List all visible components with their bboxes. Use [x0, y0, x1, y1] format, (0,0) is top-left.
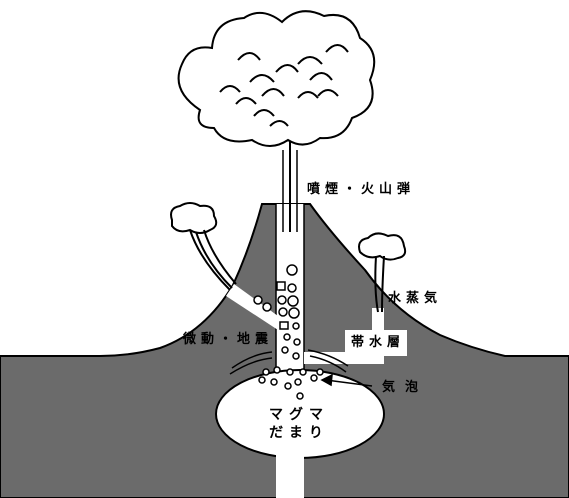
label-magma-chamber: マグマ だまり: [258, 406, 340, 442]
steam-plume: [359, 233, 405, 259]
magma-chamber-line2: だまり: [258, 424, 340, 442]
label-water-vapor: 水蒸気: [388, 292, 442, 305]
label-eruption-smoke-bombs: 噴煙・火山弾: [307, 183, 415, 196]
magma-chamber-line1: マグマ: [258, 406, 340, 424]
label-microtremor-earthquake: 微動・地震: [183, 333, 273, 346]
label-bubbles: 気泡: [382, 381, 428, 394]
label-aquifer: 帯水層: [351, 336, 405, 349]
left-plume: [171, 203, 216, 233]
eruption-cloud: [179, 11, 375, 146]
